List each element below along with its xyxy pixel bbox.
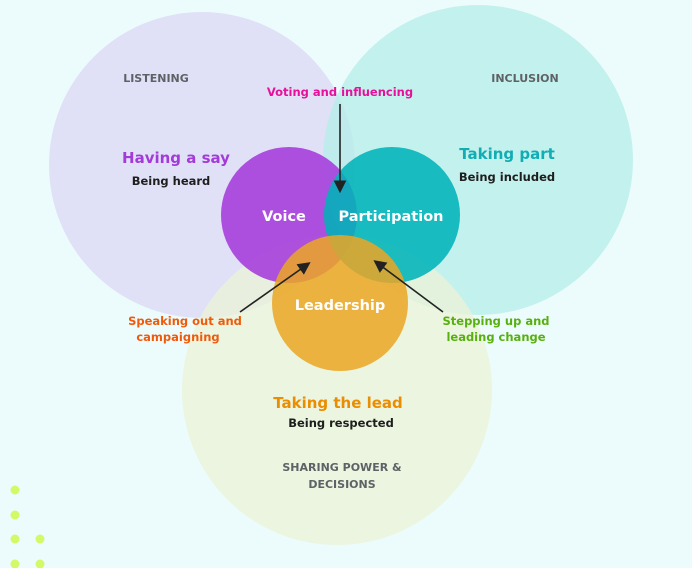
voice-label: Voice <box>262 209 306 225</box>
stepping-annotation-line1: Stepping up and <box>442 314 549 328</box>
voting-annotation: Voting and influencing <box>267 85 413 99</box>
speaking-annotation-line2: campaigning <box>136 330 219 344</box>
participation-label: Participation <box>339 209 444 225</box>
listening-caption: LISTENING <box>123 72 189 85</box>
listening-subheading: Being heard <box>132 174 211 188</box>
speaking-arrow-icon <box>239 262 311 313</box>
sharing-caption-line2: DECISIONS <box>308 478 375 491</box>
leadership-label: Leadership <box>295 298 386 314</box>
stepping-annotation-line2: leading change <box>446 330 545 344</box>
inclusion-caption: INCLUSION <box>491 72 559 85</box>
sharing-power-circle <box>182 235 492 545</box>
inclusion-subheading: Being included <box>459 170 555 184</box>
stepping-arrow-icon <box>373 260 444 313</box>
sharing-caption-line1: SHARING POWER & <box>282 461 402 474</box>
listening-heading: Having a say <box>122 149 230 167</box>
sharing-heading: Taking the lead <box>273 394 403 412</box>
inclusion-heading: Taking part <box>459 145 555 163</box>
speaking-annotation-line1: Speaking out and <box>128 314 242 328</box>
decorative-dots <box>10 485 45 568</box>
sharing-subheading: Being respected <box>288 416 394 430</box>
